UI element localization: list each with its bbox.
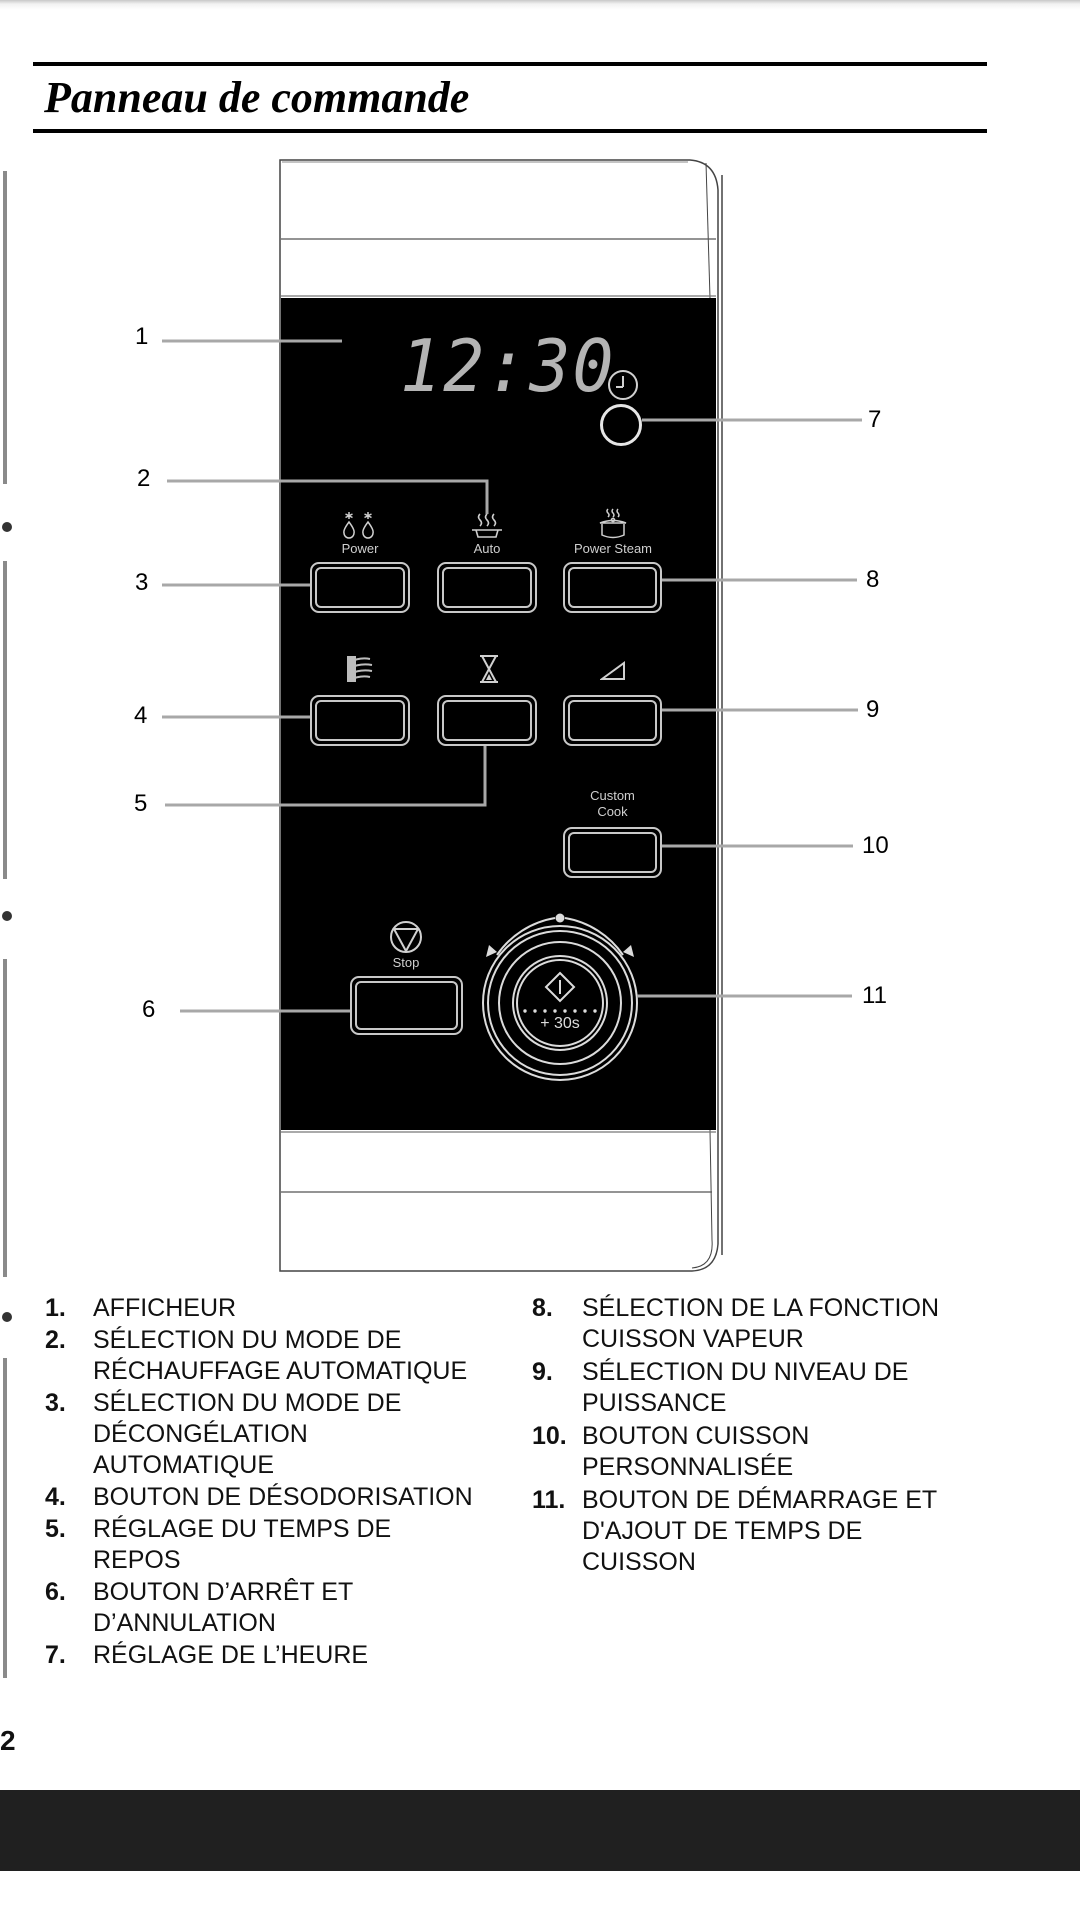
- panel-side-edge: [691, 1129, 713, 1269]
- callout-line-2: [167, 479, 489, 514]
- margin-change-bar: [3, 959, 7, 1277]
- legend-text-line: DÉCONGÉLATION: [93, 1420, 308, 1448]
- legend-number: 2.: [45, 1326, 66, 1354]
- callout-11: 11: [862, 982, 887, 1009]
- callout-5: 5: [134, 790, 148, 817]
- power-steam-button[interactable]: [563, 562, 662, 613]
- callout-4: 4: [134, 702, 148, 729]
- callout-1: 1: [135, 323, 149, 350]
- hourglass-icon: [480, 655, 498, 683]
- callout-6: 6: [142, 996, 156, 1023]
- reheat-dish-icon: [472, 513, 502, 538]
- callout-10: 10: [862, 832, 889, 859]
- power-key-label: Power: [341, 541, 379, 556]
- legend-text-line: REPOS: [93, 1546, 181, 1574]
- standing-time-button[interactable]: [437, 695, 537, 746]
- custom-cook-label-line2: Cook: [597, 804, 628, 819]
- margin-change-bar: [3, 561, 7, 879]
- legend-number: 4.: [45, 1483, 66, 1511]
- legend-text-line: PUISSANCE: [582, 1389, 727, 1417]
- legend-text-line: SÉLECTION DE LA FONCTION: [582, 1294, 940, 1322]
- dial-arrow-right-icon: [623, 945, 634, 957]
- legend-text-line: BOUTON DE DÉMARRAGE ET: [582, 1486, 938, 1514]
- margin-bullet: [2, 522, 12, 532]
- legend-text-line: CUISSON VAPEUR: [582, 1325, 804, 1353]
- legend-number: 5.: [45, 1515, 66, 1543]
- power-level-button[interactable]: [563, 695, 662, 746]
- power-defrost-button[interactable]: [310, 562, 410, 613]
- margin-change-bar: [3, 1358, 7, 1678]
- stop-icon: [390, 921, 422, 954]
- legend-text-line: BOUTON DE DÉSODORISATION: [93, 1483, 473, 1511]
- legend-number: 3.: [45, 1389, 66, 1417]
- dial-arrow-left-icon: [486, 945, 497, 957]
- dial-arc-left: [496, 917, 556, 956]
- legend-number: 8.: [532, 1294, 553, 1322]
- legend-text-line: CUISSON: [582, 1548, 696, 1576]
- custom-cook-button[interactable]: [563, 827, 662, 878]
- deodorize-button[interactable]: [310, 695, 410, 746]
- callout-2: 2: [137, 465, 151, 492]
- legend-text-line: RÉCHAUFFAGE AUTOMATIQUE: [93, 1357, 468, 1385]
- callout-7: 7: [868, 406, 882, 433]
- stop-cancel-button[interactable]: [350, 976, 463, 1035]
- panel-black-surface: [281, 298, 716, 1130]
- callout-line-5: [165, 746, 487, 807]
- title-rule-top: [33, 62, 987, 66]
- dial-arc-right: [564, 917, 624, 956]
- callout-8: 8: [866, 566, 880, 593]
- top-shadow: [0, 0, 1080, 10]
- callout-lines: [162, 339, 862, 1013]
- power-steam-key-label: Power Steam: [573, 541, 653, 556]
- start-dial[interactable]: [460, 905, 660, 1095]
- callout-9: 9: [866, 696, 880, 723]
- dial-indicator-dot: [555, 913, 565, 923]
- panel-side-edge: [705, 162, 711, 299]
- legend-text-line: BOUTON CUISSON: [582, 1422, 810, 1450]
- page-title: Panneau de commande: [44, 73, 470, 122]
- legend-text-line: AUTOMATIQUE: [93, 1451, 275, 1479]
- legend-text-line: RÉGLAGE DE L’HEURE: [93, 1641, 369, 1669]
- margin-bullet: [2, 911, 12, 921]
- legend-text-line: PERSONNALISÉE: [582, 1453, 794, 1481]
- stop-key-label: Stop: [392, 955, 420, 970]
- legend-number: 10.: [532, 1422, 567, 1450]
- legend-text-line: SÉLECTION DU MODE DE: [93, 1326, 402, 1354]
- bottom-toolbar: [0, 1790, 1080, 1871]
- legend-text-line: RÉGLAGE DU TEMPS DE: [93, 1515, 392, 1543]
- auto-key-label: Auto: [473, 541, 501, 556]
- defrost-drops-icon: [343, 512, 374, 539]
- callout-3: 3: [135, 569, 149, 596]
- steam-pot-icon: [599, 508, 627, 539]
- custom-cook-label-line1: Custom: [590, 788, 635, 803]
- page-number: 2: [0, 1725, 16, 1756]
- legend-text-line: SÉLECTION DU NIVEAU DE: [582, 1358, 909, 1386]
- margin-change-bar: [3, 171, 7, 484]
- auto-reheat-button[interactable]: [437, 562, 537, 613]
- power-level-triangle-icon: [600, 661, 625, 680]
- clock-button[interactable]: [600, 404, 642, 446]
- start-diamond-icon: [544, 971, 576, 1003]
- legend-number: 9.: [532, 1358, 553, 1386]
- clock-icon: [608, 370, 638, 400]
- margin-bullet: [2, 1312, 12, 1322]
- legend-text-line: AFFICHEUR: [93, 1294, 237, 1322]
- legend-number: 7.: [45, 1641, 66, 1669]
- legend-text-line: D'AJOUT DE TEMPS DE: [582, 1517, 863, 1545]
- legend-number: 1.: [45, 1294, 66, 1322]
- legend-number: 11.: [532, 1486, 566, 1514]
- legend-text-line: SÉLECTION DU MODE DE: [93, 1389, 402, 1417]
- legend-text-line: BOUTON D’ARRÊT ET: [93, 1578, 354, 1606]
- dial-add-30s-label: + 30s: [540, 1015, 580, 1032]
- display: 12:30: [400, 328, 614, 404]
- deodorize-icon: [347, 656, 373, 682]
- dial-dot-row: [523, 1009, 597, 1013]
- title-rule-bottom: [33, 129, 987, 133]
- legend-number: 6.: [45, 1578, 66, 1606]
- clock-key-group: [608, 370, 638, 400]
- legend-text-line: D’ANNULATION: [93, 1609, 276, 1637]
